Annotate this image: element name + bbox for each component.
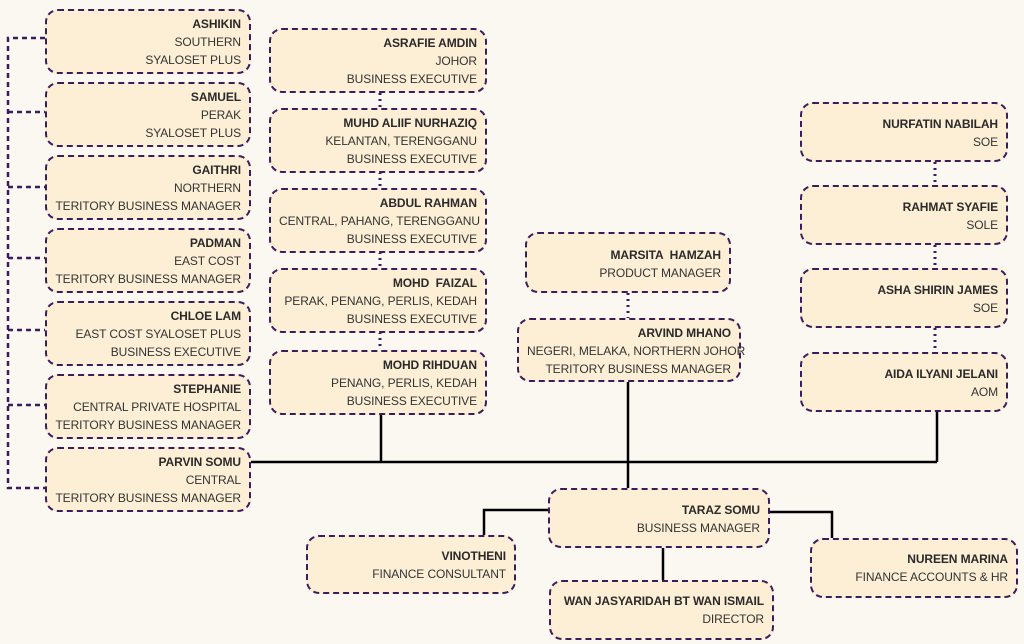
node-nureen-marina: NUREEN MARINA FINANCE ACCOUNTS & HR — [810, 538, 1018, 598]
node-region: CENTRAL PRIVATE HOSPITAL — [73, 400, 241, 414]
node-name: PARVIN SOMU — [158, 455, 242, 469]
node-region: SOUTHERN — [174, 35, 241, 49]
node-role: AOM — [970, 385, 998, 399]
node-role: BUSINESS EXECUTIVE — [346, 394, 477, 408]
node-region: NORTHERN — [174, 181, 241, 195]
node-arvind-mhano: ARVIND MHANO NEGERI, MELAKA, NORTHERN JO… — [517, 318, 746, 382]
node-role: TERITORY BUSINESS MANAGER — [55, 491, 241, 505]
node-parvin-somu: PARVIN SOMU CENTRAL TERITORY BUSINESS MA… — [45, 447, 251, 512]
node-padman: PADMAN EAST COST TERITORY BUSINESS MANAG… — [45, 228, 251, 293]
node-region: EAST COST SYALOSET PLUS — [75, 327, 241, 341]
node-name: GAITHRI — [192, 163, 241, 177]
node-role: PRODUCT MANAGER — [599, 266, 721, 280]
node-role: FINANCE CONSULTANT — [372, 567, 506, 581]
node-name: SAMUEL — [190, 90, 241, 104]
node-region: NEGERI, MELAKA, NORTHERN JOHOR — [527, 344, 746, 358]
left-team-bracket — [6, 36, 45, 490]
node-chloe-lam: CHLOE LAM EAST COST SYALOSET PLUS BUSINE… — [45, 301, 251, 366]
node-wan-jasyaridah: WAN JASYARIDAH BT WAN ISMAIL DIRECTOR — [549, 580, 774, 640]
node-region: PERAK — [200, 108, 241, 122]
node-taraz-somu: TARAZ SOMU BUSINESS MANAGER — [548, 488, 770, 548]
node-role: FINANCE ACCOUNTS & HR — [855, 570, 1008, 584]
node-role: SYALOSET PLUS — [145, 126, 241, 140]
node-asrafie-amdin: ASRAFIE AMDIN JOHOR BUSINESS EXECUTIVE — [269, 28, 487, 93]
node-name: MUHD ALIIF NURHAZIQ — [343, 116, 477, 130]
node-name: STEPHANIE — [173, 382, 241, 396]
node-aida-ilyani-jelani: AIDA ILYANI JELANI AOM — [800, 352, 1008, 412]
node-gaithri: GAITHRI NORTHERN TERITORY BUSINESS MANAG… — [45, 155, 251, 220]
node-region: CENTRAL — [185, 473, 241, 487]
node-region: PERAK, PENANG, PERLIS, KEDAH — [284, 294, 477, 308]
node-region: PENANG, PERLIS, KEDAH — [331, 376, 477, 390]
node-role: SYALOSET PLUS — [145, 53, 241, 67]
node-name: MOHD FAIZAL — [392, 276, 477, 290]
node-role: SOLE — [966, 218, 998, 232]
node-name: MOHD RIHDUAN — [382, 358, 477, 372]
link-nureen — [767, 510, 834, 540]
node-mohd-rihduan: MOHD RIHDUAN PENANG, PERLIS, KEDAH BUSIN… — [269, 350, 487, 415]
node-role: BUSINESS EXECUTIVE — [346, 312, 477, 326]
node-role: BUSINESS EXECUTIVE — [110, 345, 241, 359]
node-samuel: SAMUEL PERAK SYALOSET PLUS — [45, 82, 251, 147]
link-vinotheni — [482, 508, 549, 537]
node-name: ASHIKIN — [192, 17, 241, 31]
node-nurfatin-nabilah: NURFATIN NABILAH SOE — [800, 102, 1008, 162]
node-role: BUSINESS EXECUTIVE — [346, 152, 477, 166]
node-role: SOE — [972, 301, 998, 315]
node-role: TERITORY BUSINESS MANAGER — [55, 272, 241, 286]
node-name: WAN JASYARIDAH BT WAN ISMAIL — [563, 594, 764, 608]
node-abdul-rahman: ABDUL RAHMAN CENTRAL, PAHANG, TERENGGANU… — [269, 188, 487, 253]
node-ashikin: ASHIKIN SOUTHERN SYALOSET PLUS — [45, 9, 251, 74]
node-rahmat-syafie: RAHMAT SYAFIE SOLE — [800, 185, 1008, 245]
node-role: SOE — [972, 135, 998, 149]
node-region: KELANTAN, TERENGGANU — [325, 134, 477, 148]
node-role: BUSINESS EXECUTIVE — [346, 232, 477, 246]
node-name: ABDUL RAHMAN — [379, 196, 477, 210]
node-role: BUSINESS EXECUTIVE — [346, 72, 477, 86]
node-role: BUSINESS MANAGER — [636, 521, 760, 535]
node-role: TERITORY BUSINESS MANAGER — [55, 418, 241, 432]
node-region: EAST COST — [174, 254, 241, 268]
node-role: TERITORY BUSINESS MANAGER — [55, 199, 241, 213]
node-name: NUREEN MARINA — [907, 552, 1008, 566]
node-region: CENTRAL, PAHANG, TERENGGANU — [279, 214, 480, 228]
node-name: CHLOE LAM — [170, 309, 242, 323]
node-name: TARAZ SOMU — [681, 503, 760, 517]
node-stephanie: STEPHANIE CENTRAL PRIVATE HOSPITAL TERIT… — [45, 374, 251, 439]
node-name: ARVIND MHANO — [637, 326, 731, 340]
node-name: VINOTHENI — [441, 549, 507, 563]
node-region: JOHOR — [435, 54, 477, 68]
node-marsita-hamzah: MARSITA HAMZAH PRODUCT MANAGER — [525, 232, 731, 293]
solid-links — [249, 380, 939, 581]
node-name: AIDA ILYANI JELANI — [884, 367, 998, 381]
node-name: NURFATIN NABILAH — [882, 117, 999, 131]
bracket-spine — [6, 36, 45, 490]
node-name: ASRAFIE AMDIN — [383, 36, 477, 50]
node-name: MARSITA HAMZAH — [610, 248, 722, 262]
node-name: ASHA SHIRIN JAMES — [877, 283, 998, 297]
node-asha-shirin-james: ASHA SHIRIN JAMES SOE — [800, 268, 1008, 328]
node-vinotheni: VINOTHENI FINANCE CONSULTANT — [306, 535, 516, 594]
node-mohd-faizal: MOHD FAIZAL PERAK, PENANG, PERLIS, KEDAH… — [269, 268, 487, 333]
node-muhd-aliif: MUHD ALIIF NURHAZIQ KELANTAN, TERENGGANU… — [269, 108, 487, 173]
node-name: PADMAN — [189, 236, 241, 250]
node-role: TERITORY BUSINESS MANAGER — [545, 362, 731, 376]
node-role: DIRECTOR — [702, 612, 764, 626]
node-name: RAHMAT SYAFIE — [902, 200, 998, 214]
dotted-links — [378, 93, 937, 352]
